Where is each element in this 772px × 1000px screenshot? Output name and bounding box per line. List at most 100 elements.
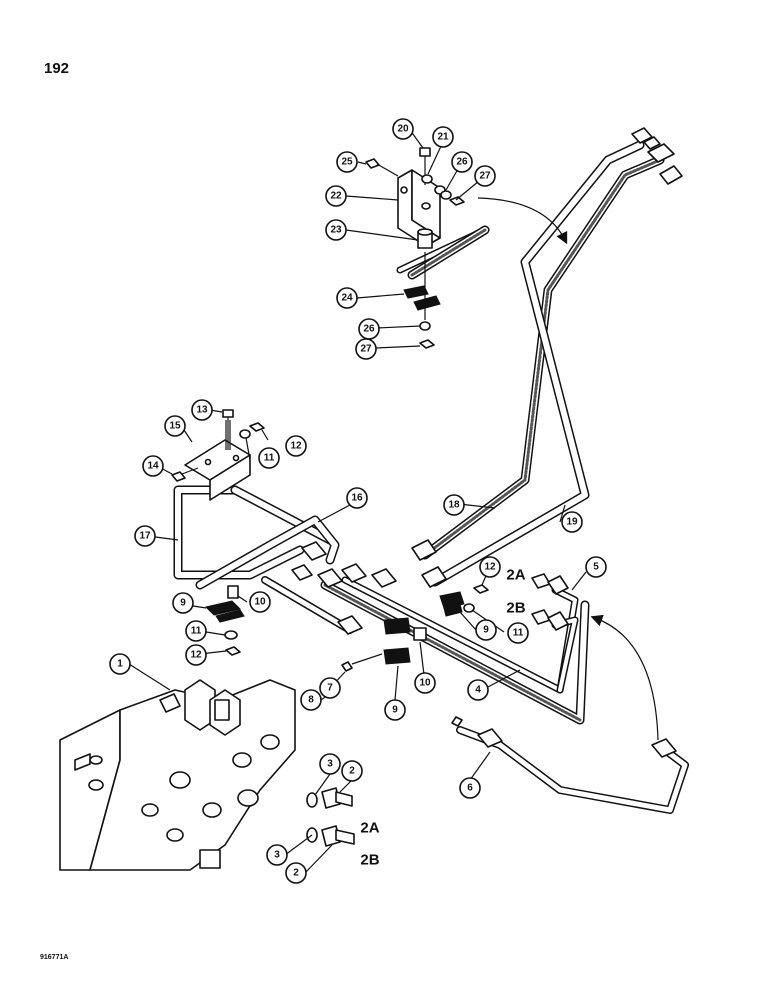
callout-bubble: 11 — [185, 620, 207, 642]
callout-circle — [185, 644, 207, 666]
callout-number: 25 — [341, 157, 353, 168]
callout-number: 20 — [397, 124, 409, 135]
callout-circle — [325, 185, 347, 207]
callout-number: 26 — [456, 157, 468, 168]
callout-number: 10 — [254, 597, 266, 608]
callout-circle — [467, 679, 489, 701]
callout-number: 19 — [566, 517, 578, 528]
callout-number: 2 — [293, 868, 299, 879]
callout-bubble: 5 — [585, 556, 607, 578]
callout-bubble: 21 — [432, 126, 454, 148]
callout-number: 9 — [392, 705, 398, 716]
callout-bubble: 9 — [475, 619, 497, 641]
callout-bubble: 19 — [561, 511, 583, 533]
callout-number: 9 — [483, 625, 489, 636]
callout-bubble: 23 — [325, 219, 347, 241]
callout-circle — [109, 653, 131, 675]
callout-bubble: 15 — [164, 415, 186, 437]
callout-number: 8 — [308, 695, 314, 706]
callout-circle — [432, 126, 454, 148]
leader-lines — [128, 129, 587, 874]
callout-number: 11 — [513, 628, 524, 639]
callout-number: 2 — [349, 766, 355, 777]
washer-11-top — [239, 429, 251, 439]
callout-circle — [285, 862, 307, 884]
arrow-right — [590, 614, 659, 741]
callout-bubble: 17 — [134, 525, 156, 547]
callout-circle — [561, 511, 583, 533]
callout-number: 27 — [360, 344, 372, 355]
callout-bubble: 10 — [249, 591, 271, 613]
callout-number: 11 — [264, 453, 275, 464]
callout-circle — [336, 287, 358, 309]
clamp-9-mid — [383, 617, 427, 665]
fitting-2B-left — [306, 825, 355, 847]
callout-circle — [319, 677, 341, 699]
callout-number: 4 — [475, 685, 481, 696]
callout-circle — [300, 689, 322, 711]
tube-17 — [173, 485, 335, 580]
callout-number: 12 — [290, 441, 302, 452]
callout-bubble: 8 — [300, 689, 322, 711]
callout-number: 6 — [467, 783, 473, 794]
callout-circle — [341, 760, 363, 782]
callout-number: 1 — [117, 659, 123, 670]
callout-bubble: 4 — [467, 679, 489, 701]
callout-bubble: 27 — [474, 165, 496, 187]
callout-number: 18 — [448, 500, 460, 511]
callout-circle — [142, 455, 164, 477]
callout-number: 22 — [330, 191, 342, 202]
clamp-9-right — [439, 591, 465, 617]
callout-circle — [191, 399, 213, 421]
callout-bubble: 27 — [355, 338, 377, 360]
callout-circle — [285, 435, 307, 457]
bolt-25 — [365, 158, 399, 177]
callout-bubble: 3 — [266, 844, 288, 866]
callout-bubble: 25 — [336, 151, 358, 173]
callout-bubble: 22 — [325, 185, 347, 207]
callout-bubble: 11 — [507, 622, 529, 644]
callout-bubble: 16 — [346, 487, 368, 509]
callout-bubble: 2 — [285, 862, 307, 884]
callout-number: 12 — [190, 650, 202, 661]
fitting-2A-left — [306, 787, 353, 809]
tube-18-lower-nut — [411, 539, 447, 588]
callout-circle — [258, 447, 280, 469]
fittings-2A-2B-right — [531, 573, 569, 631]
callout-circle — [319, 753, 341, 775]
bracket-22 — [397, 169, 441, 247]
callout-number: 21 — [437, 132, 449, 143]
callout-number: 13 — [196, 405, 208, 416]
nut-12-top — [249, 422, 265, 432]
top-tubes — [396, 225, 490, 280]
callout-circle — [414, 672, 436, 694]
callout-circle — [325, 219, 347, 241]
callout-circle — [346, 487, 368, 509]
page-number: 192 — [44, 60, 70, 77]
callout-number: 10 — [419, 678, 431, 689]
figure-code: 916771A — [40, 954, 69, 961]
callout-circle — [266, 844, 288, 866]
tube-19 — [430, 140, 645, 587]
callout-bubble: 18 — [443, 494, 465, 516]
callout-bubble: 11 — [258, 447, 280, 469]
callout-number: 12 — [484, 562, 496, 573]
callout-circle — [475, 619, 497, 641]
callout-number: 7 — [327, 683, 333, 694]
callout-number: 16 — [351, 493, 363, 504]
tube-18 — [420, 155, 665, 560]
callout-bubble: 13 — [191, 399, 213, 421]
callout-circle — [355, 338, 377, 360]
clamp-9-left — [205, 585, 245, 623]
callout-bubble: 7 — [319, 677, 341, 699]
bolt-14 — [171, 467, 199, 482]
callout-number: 3 — [327, 759, 333, 770]
callout-number: 27 — [479, 171, 491, 182]
tube-18-top-fitting — [631, 127, 683, 185]
callout-circle — [474, 165, 496, 187]
central-fittings — [291, 541, 397, 635]
callout-circle — [134, 525, 156, 547]
callout-circle — [585, 556, 607, 578]
callout-circle — [172, 592, 194, 614]
